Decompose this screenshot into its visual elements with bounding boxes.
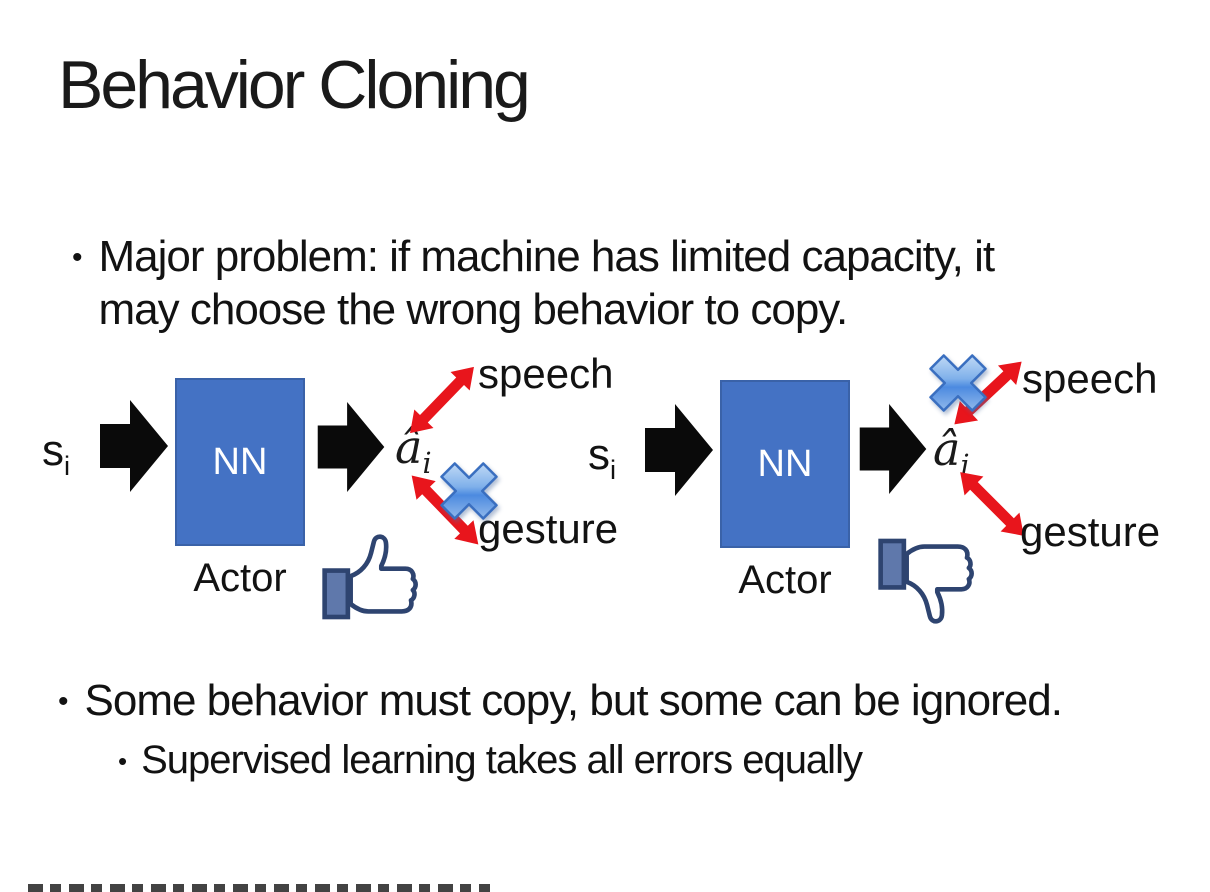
gesture-label: gesture xyxy=(478,505,619,552)
bullet-text: Major problem: if machine has limited ca… xyxy=(98,232,996,334)
speech-label: speech xyxy=(478,350,614,397)
speech-red-double-arrow-icon xyxy=(400,357,484,443)
bullet-item-major-problem: • Major problem: if machine has limited … xyxy=(72,230,1152,336)
bullet-marker: • xyxy=(58,685,69,718)
actor-caption: Actor xyxy=(738,558,832,602)
nn-box-label: NN xyxy=(757,442,813,485)
thumbs-down-icon xyxy=(876,532,980,628)
actor-caption: Actor xyxy=(193,556,287,600)
bullet-item-supervised-learning: • Supervised learning takes all errors e… xyxy=(118,736,1118,784)
input-block-arrow-icon xyxy=(645,402,715,498)
cutoff-text-strip xyxy=(28,884,490,892)
cross-icon xyxy=(433,455,505,527)
output-block-arrow-icon xyxy=(858,402,930,496)
nn-box: NN xyxy=(175,378,305,546)
page-title: Behavior Cloning xyxy=(58,47,531,123)
output-block-arrow-icon xyxy=(316,400,388,494)
cross-icon xyxy=(922,347,994,419)
bullet-marker: • xyxy=(118,746,128,776)
input-state-label: si xyxy=(588,430,617,485)
bullet-text: Supervised learning takes all errors equ… xyxy=(141,738,863,782)
predicted-action-label: âi xyxy=(933,422,970,483)
bullet-marker: • xyxy=(72,241,83,274)
input-state-label: si xyxy=(42,426,71,481)
bullet-text: Some behavior must copy, but some can be… xyxy=(84,676,1063,725)
nn-box-label: NN xyxy=(212,440,268,483)
nn-box: NN xyxy=(720,380,850,548)
gesture-label: gesture xyxy=(1020,508,1161,555)
thumbs-up-icon xyxy=(320,530,424,626)
input-block-arrow-icon xyxy=(100,398,170,494)
bullet-item-some-behavior: • Some behavior must copy, but some can … xyxy=(58,674,1178,727)
speech-label: speech xyxy=(1022,355,1158,402)
